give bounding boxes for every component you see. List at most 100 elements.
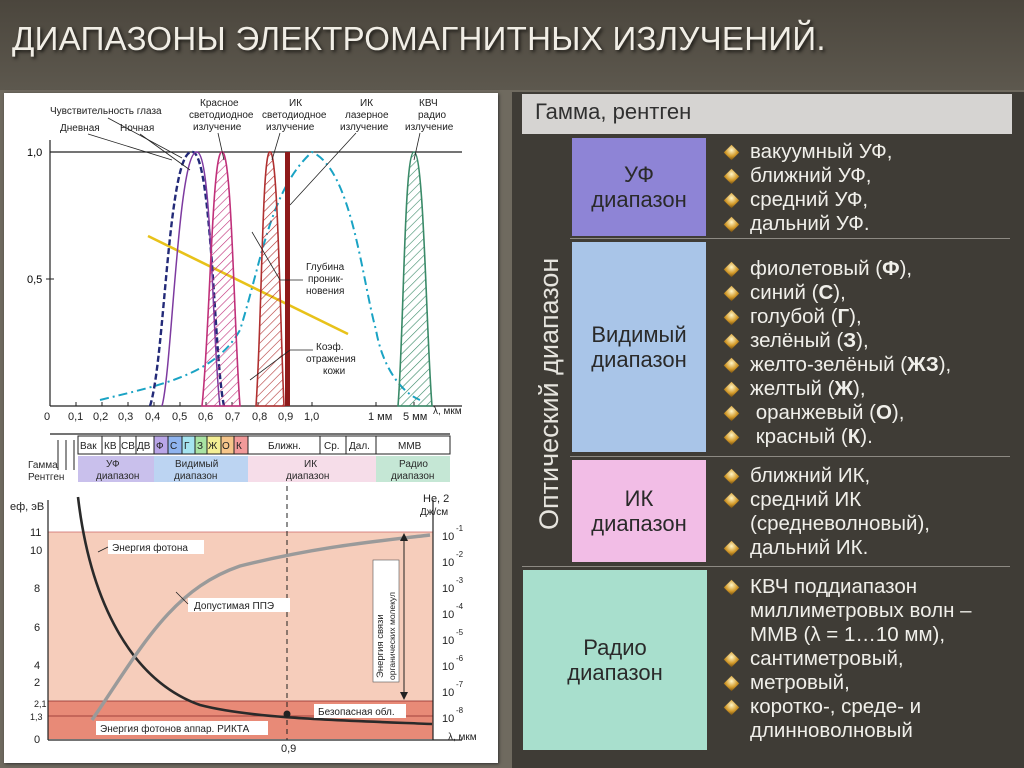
y-right-label: Hе, 2 <box>423 493 449 505</box>
uv-group-label: диапазон <box>96 471 139 482</box>
uv-group <box>78 456 154 482</box>
x-tick-labels: 0 0,1 0,2 0,3 0,4 0,5 0,6 0,7 0,8 0,9 1,… <box>44 406 462 423</box>
y-tick-label: 1,0 <box>27 147 42 159</box>
bond-energy-label: Энергия связи органических молекул <box>375 592 397 680</box>
ir-led-label: ИК <box>289 98 302 109</box>
refl-label: Коэф. <box>316 341 344 353</box>
separator <box>570 456 1010 457</box>
day-vision-curve <box>148 150 226 407</box>
band-label: ММВ <box>398 441 422 452</box>
y-right-tick: 10 <box>442 713 454 725</box>
ir-laser-label: лазерное <box>345 110 389 121</box>
band-label: Ф <box>156 441 164 452</box>
allowed-ppe-curve <box>90 533 431 721</box>
bullet-icon <box>723 492 740 509</box>
bullet-icon <box>723 309 740 326</box>
list-item: ближний УФ, <box>712 164 892 188</box>
list-item: желтый (Ж), <box>712 377 951 401</box>
photon-energy-curve <box>76 496 433 726</box>
bullet-icon <box>723 261 740 278</box>
bullet-icon <box>723 675 740 692</box>
depth-label: Глубина <box>306 261 345 273</box>
bullet-icon <box>723 540 740 557</box>
ehf-label: радио <box>418 110 447 121</box>
ir-group-label: ИК <box>304 459 317 470</box>
ehf-curve <box>397 151 433 407</box>
eye-sensitivity-label: Чувствительность глаза <box>50 106 162 117</box>
vis-group-label: Видимый <box>175 459 218 470</box>
list-item: желто-зелёный (ЖЗ), <box>712 353 951 377</box>
ir-group-label: диапазон <box>286 471 329 482</box>
band-label: К <box>236 441 242 452</box>
spectrum-diagram: 1,0 0,5 0 0,1 0,2 0,3 0,4 0,5 0,6 0,7 0,… <box>10 98 477 755</box>
bullet-icon <box>723 468 740 485</box>
radio-group <box>376 456 450 482</box>
ir-led-label: светодиодное <box>262 110 327 121</box>
y-tick-label: 6 <box>34 622 40 634</box>
y-tick-label: 0 <box>34 734 40 746</box>
bullet-icon <box>723 579 740 596</box>
top-chart: 1,0 0,5 0 0,1 0,2 0,3 0,4 0,5 0,6 0,7 0,… <box>27 98 462 483</box>
band-label: Ближн. <box>268 441 301 452</box>
x-tick-label: 1 мм <box>368 411 392 423</box>
ir-laser-label: ИК <box>360 98 373 109</box>
x-tick-label: 0,4 <box>145 411 160 423</box>
x-tick-label: 0,8 <box>252 411 267 423</box>
ehf-label: излучение <box>405 122 454 133</box>
list-item: сантиметровый, <box>712 647 972 671</box>
radio-subtitle: диапазон <box>567 660 663 685</box>
x-tick-label: 5 мм <box>403 411 427 423</box>
band-label: С <box>170 441 177 452</box>
band-label: Дал. <box>349 441 370 452</box>
ir-laser-label: излучение <box>340 122 389 133</box>
band-label: Ж <box>208 441 218 452</box>
bullet-icon <box>723 216 740 233</box>
y-right-tick: 10 <box>442 583 454 595</box>
vis-subtitle: диапазон <box>591 347 687 372</box>
x-tick-label: 0,6 <box>198 411 213 423</box>
y-right-tick: 10 <box>442 531 454 543</box>
vis-title: Видимый <box>591 322 687 347</box>
y-right-tick: 10 <box>442 609 454 621</box>
list-item: средний УФ, <box>712 188 892 212</box>
list-item: ближний ИК, <box>712 464 930 488</box>
x-unit-label: λ, мкм <box>433 406 462 417</box>
band-label: ДВ <box>137 441 151 452</box>
list-item: дальний УФ. <box>712 212 892 236</box>
list-item: оранжевый (О), <box>712 401 951 425</box>
ir-list: ближний ИК, средний ИК(средневолновый), … <box>712 464 930 560</box>
safe-area-label: Безопасная обл. <box>318 706 395 718</box>
bottom-chart: eф, эВ 11 10 8 6 4 2,1 2 1,3 0 Hе, 2 Дж/… <box>10 486 477 755</box>
y-right-exp: -7 <box>456 680 464 689</box>
list-item: голубой (Г), <box>712 305 951 329</box>
svg-text:Энергия связи: Энергия связи <box>375 614 386 678</box>
uv-list: вакуумный УФ, ближний УФ, средний УФ, да… <box>712 140 892 236</box>
y-tick-label: 8 <box>34 583 40 595</box>
ehf-label: КВЧ <box>419 98 438 109</box>
title-bar <box>0 0 1024 90</box>
list-item: красный (К). <box>712 425 951 449</box>
list-item: зелёный (З), <box>712 329 951 353</box>
photon-energy-label: Энергия фотона <box>112 542 188 554</box>
red-led-label: светодиодное <box>189 110 254 121</box>
bullet-icon <box>723 144 740 161</box>
range-groups: Гамма Рентген УФ диапазон Видимый диапаз… <box>28 456 450 483</box>
x-tick-label: 0,9 <box>278 411 293 423</box>
radio-title: Радио <box>583 635 647 660</box>
chart-labels: Чувствительность глаза Дневная Ночная Кр… <box>50 98 454 377</box>
y-right-exp: -5 <box>456 628 464 637</box>
separator <box>522 566 1010 567</box>
rikta-point <box>283 710 291 718</box>
y-tick-label: 2 <box>34 677 40 689</box>
gamma-group-label: Рентген <box>28 472 64 483</box>
svg-text:органических молекул: органических молекул <box>387 592 397 680</box>
y-tick-label: 10 <box>30 545 42 557</box>
bullet-icon <box>723 168 740 185</box>
left-diagram-panel: 1,0 0,5 0 0,1 0,2 0,3 0,4 0,5 0,6 0,7 0,… <box>4 93 498 763</box>
